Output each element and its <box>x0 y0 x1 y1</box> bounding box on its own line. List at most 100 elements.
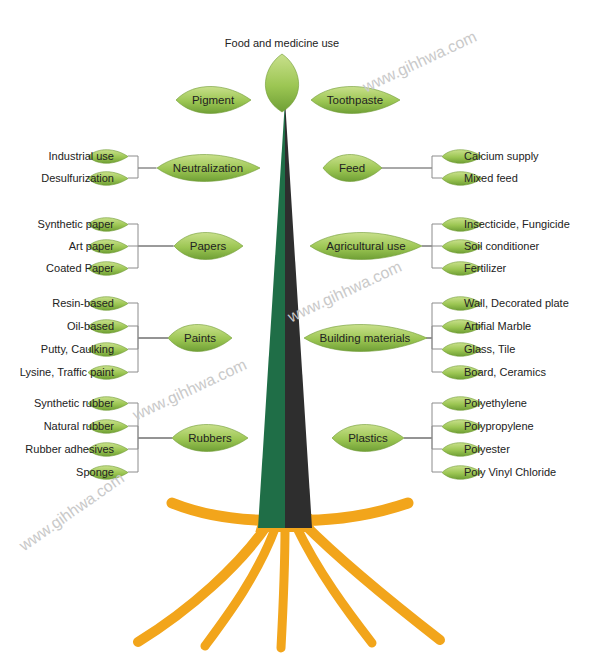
bracket-line <box>128 426 172 438</box>
bracket-line <box>128 438 172 472</box>
leaf-label: Agricultural use <box>310 231 422 261</box>
use-leaf: Resin-based <box>50 294 128 312</box>
leaf-label: Resin-based <box>50 294 128 312</box>
leaf-label: Lysine, Traffic paint <box>17 363 128 381</box>
bracket-line <box>128 338 168 372</box>
leaf-label: Calcium supply <box>442 147 541 165</box>
use-leaf: Natural rubber <box>41 417 128 435</box>
use-leaf: Industrial use <box>46 147 128 165</box>
leaf-label: Polypropylene <box>442 417 536 435</box>
watermark: www.gihhwa.com <box>360 28 480 97</box>
bracket-line <box>382 156 443 168</box>
leaf-label: Synthetic rubber <box>31 394 128 412</box>
leaf-label: Papers <box>174 231 243 261</box>
use-leaf: Wall, Decorated plate <box>442 294 571 312</box>
use-leaf: Mixed feed <box>442 169 520 187</box>
leaf-label: Glass, Tile <box>442 340 518 358</box>
bracket-line <box>422 224 442 246</box>
leaf-label: Poly Vinyl Chloride <box>442 463 559 481</box>
leaf-label: Art paper <box>66 237 128 255</box>
leaf-outline <box>265 54 298 112</box>
leaf-label: Neutralization <box>157 153 260 183</box>
leaf-label: Pigment <box>176 85 251 115</box>
category-leaf: Agricultural use <box>310 231 422 261</box>
leaf-label: Toothpaste <box>311 85 400 115</box>
leaf-label: Synthetic paper <box>35 215 128 233</box>
leaf-label: Polyethylene <box>442 394 529 412</box>
use-leaf: Fertilizer <box>442 259 509 277</box>
root <box>304 524 440 640</box>
root <box>281 526 285 648</box>
use-leaf: Art paper <box>66 237 128 255</box>
leaf-label: Desulfurization <box>39 169 128 187</box>
use-leaf: Calcium supply <box>442 147 541 165</box>
bracket-line <box>128 156 157 168</box>
leaf-label: Rubber adhesives <box>23 440 128 458</box>
use-leaf: Lysine, Traffic paint <box>17 363 128 381</box>
leaf-label: Food and medicine use <box>224 36 341 50</box>
bracket-line <box>128 438 172 449</box>
watermark: www.gihhwa.com <box>130 356 250 425</box>
root <box>296 526 372 643</box>
bracket-line <box>404 438 442 472</box>
category-leaf: Toothpaste <box>311 85 400 115</box>
use-leaf: Board, Ceramics <box>442 363 548 381</box>
leaf-label: Wall, Decorated plate <box>442 294 571 312</box>
use-leaf: Glass, Tile <box>442 340 518 358</box>
use-leaf: Oil-based <box>64 317 128 335</box>
use-leaf: Artifial Marble <box>442 317 534 335</box>
bracket-line <box>422 246 442 268</box>
category-leaf: Building materials <box>304 323 427 353</box>
bracket-line <box>128 246 174 268</box>
leaf-label: Building materials <box>304 323 427 353</box>
leaf-label: Fertilizer <box>442 259 509 277</box>
leaf-label: Rubbers <box>172 423 248 453</box>
category-leaf: Paints <box>168 323 232 353</box>
use-leaf: Synthetic paper <box>35 215 128 233</box>
leaf-shape <box>260 54 304 112</box>
bracket-line <box>404 438 442 449</box>
bracket-line <box>427 303 443 338</box>
leaf-label: Mixed feed <box>442 169 520 187</box>
use-leaf: Desulfurization <box>39 169 128 187</box>
bracket-line <box>427 338 443 349</box>
bracket-line <box>128 224 174 246</box>
leaf-label: Oil-based <box>64 317 128 335</box>
leaf-label: Insecticide, Fungicide <box>442 215 572 233</box>
leaf-label: Paints <box>168 323 232 353</box>
bracket-line <box>404 426 442 438</box>
trunk-left <box>258 100 285 528</box>
category-leaf: Pigment <box>176 85 251 115</box>
bracket-line <box>128 326 168 338</box>
leaf-label: Plastics <box>332 423 404 453</box>
leaf-label: Feed <box>323 153 382 183</box>
use-leaf: Coated Paper <box>44 259 128 277</box>
bracket-line <box>427 338 443 372</box>
leaf-label: Putty, Caulking <box>38 340 128 358</box>
use-leaf: Polyethylene <box>442 394 529 412</box>
use-leaf: Insecticide, Fungicide <box>442 215 572 233</box>
category-leaf: Papers <box>174 231 243 261</box>
use-leaf: Polyester <box>442 440 512 458</box>
leaf-label: Coated Paper <box>44 259 128 277</box>
bracket-line <box>128 338 168 349</box>
bracket-line <box>128 303 168 338</box>
use-leaf: Putty, Caulking <box>38 340 128 358</box>
use-leaf: Poly Vinyl Chloride <box>442 463 559 481</box>
watermark: www.gihhwa.com <box>16 469 128 555</box>
use-leaf: Rubber adhesives <box>23 440 128 458</box>
leaf-label: Polyester <box>442 440 512 458</box>
bracket-line <box>128 168 157 178</box>
leaf-label: Natural rubber <box>41 417 128 435</box>
root <box>205 526 276 646</box>
category-leaf: Neutralization <box>157 153 260 183</box>
leaf-label: Board, Ceramics <box>442 363 548 381</box>
use-leaf: Soil conditioner <box>442 237 542 255</box>
leaf-label: Artifial Marble <box>442 317 534 335</box>
category-leaf: Plastics <box>332 423 404 453</box>
use-leaf: Polypropylene <box>442 417 536 435</box>
bracket-line <box>427 326 443 338</box>
bracket-line <box>404 403 442 438</box>
category-leaf: Feed <box>323 153 382 183</box>
